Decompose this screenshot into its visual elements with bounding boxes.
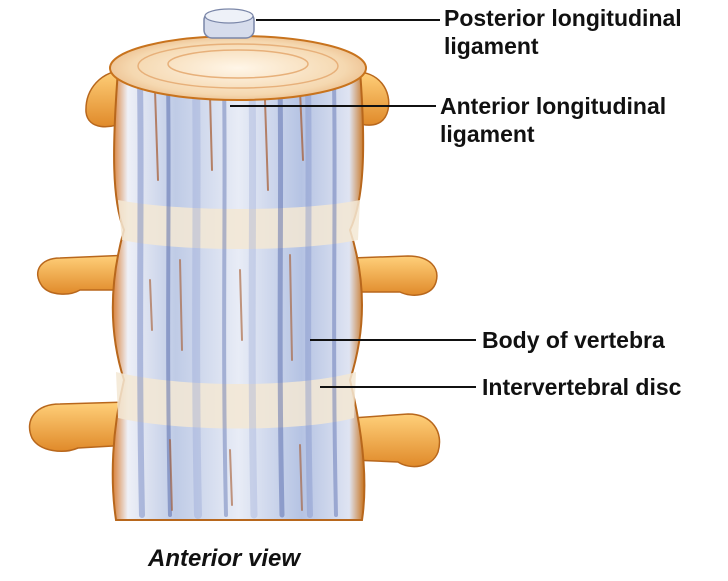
right-lower-process bbox=[352, 414, 440, 467]
intervertebral-disc-label: Intervertebral disc bbox=[482, 373, 681, 401]
anterior-ligament-label: Anterior longitudinal ligament bbox=[440, 92, 666, 148]
right-middle-process bbox=[352, 256, 437, 295]
top-disc bbox=[110, 36, 366, 100]
figure-caption: Anterior view bbox=[148, 545, 300, 573]
vertebral-body-label: Body of vertebra bbox=[482, 326, 665, 354]
posterior-ligament-label: Posterior longitudinal ligament bbox=[444, 4, 682, 60]
